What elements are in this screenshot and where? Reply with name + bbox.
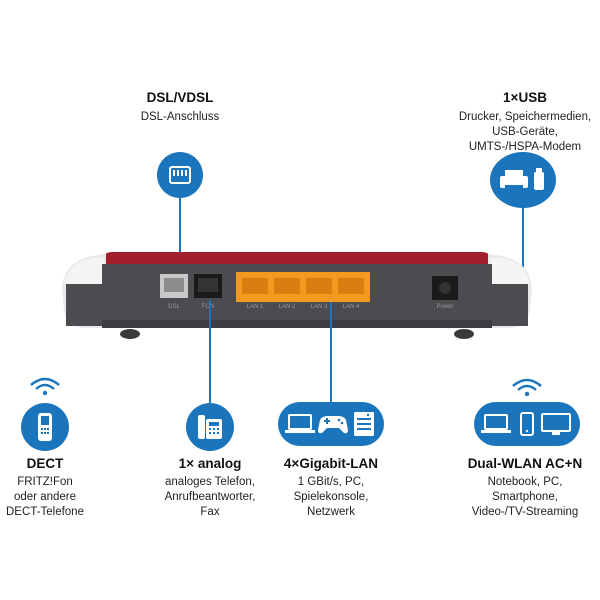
router: DSL FON LAN 1 LAN 2 LAN 3 LAN 4 Power	[62, 248, 532, 348]
wlan-callout: Dual-WLAN AC+N Notebook, PC, Smartphone,…	[452, 456, 598, 520]
port-label-power: Power	[436, 304, 454, 310]
dsl-desc: DSL-Anschluss	[140, 111, 220, 123]
dect-wifi-icon	[28, 376, 62, 396]
lan-connector-line	[330, 302, 332, 402]
usb-desc-line-3: UMTS-/HSPA-Modem	[468, 141, 582, 153]
monitor-icon	[541, 413, 571, 435]
lan-desc-line-2: Spielekonsole,	[293, 491, 369, 503]
usb-connector-vertical	[522, 208, 524, 270]
port-label-lan1: LAN 1	[246, 304, 264, 310]
analog-callout: 1× analog analoges Telefon, Anrufbeantwo…	[140, 456, 280, 520]
dect-desc: FRITZ!Fon oder andere DECT-Telefone	[0, 475, 90, 520]
port-label-lan4: LAN 4	[342, 304, 360, 310]
wlan-devices-pill	[474, 402, 580, 446]
analog-desc-line-1: analoges Telefon,	[165, 476, 255, 488]
lan-devices-pill	[278, 402, 384, 446]
smartphone-icon	[520, 412, 534, 436]
port-label-lan2: LAN 2	[278, 304, 296, 310]
usb-title: 1×USB	[503, 90, 547, 105]
usb-desc: Drucker, Speichermedien, USB-Geräte, UMT…	[440, 110, 600, 155]
server-icon	[354, 412, 374, 436]
lan-callout: 4×Gigabit-LAN 1 GBit/s, PC, Spielekonsol…	[261, 456, 401, 520]
usb-desc-line-2: USB-Geräte,	[492, 126, 558, 138]
analog-desc: analoges Telefon, Anrufbeantworter, Fax	[140, 475, 280, 520]
analog-desc-line-2: Anrufbeantworter,	[164, 491, 256, 503]
lan-title: 4×Gigabit-LAN	[283, 456, 379, 471]
wlan-desc-line-3: Video-/TV-Streaming	[471, 506, 579, 518]
wlan-title: Dual-WLAN AC+N	[467, 456, 583, 471]
dect-desc-line-2: oder andere	[13, 491, 77, 503]
dect-title: DECT	[26, 456, 64, 471]
dect-phone-icon	[21, 403, 69, 451]
lan-desc-line-3: Netzwerk	[307, 506, 355, 518]
port-label-lan3: LAN 3	[310, 304, 328, 310]
usb-callout: 1×USB Drucker, Speichermedien, USB-Gerät…	[440, 90, 600, 155]
gamepad-icon	[318, 416, 348, 434]
dect-desc-line-1: FRITZ!Fon	[17, 476, 73, 488]
dsl-port-icon	[157, 152, 203, 198]
port-label-fon: FON	[201, 304, 215, 310]
wlan-desc-line-2: Smartphone,	[492, 491, 558, 503]
dect-callout: DECT FRITZ!Fon oder andere DECT-Telefone	[0, 456, 90, 520]
wlan-wifi-icon	[510, 377, 544, 397]
laptop-icon	[285, 414, 315, 433]
dect-desc-line-3: DECT-Telefone	[6, 506, 84, 518]
analog-connector-line	[209, 300, 211, 405]
lan-desc-line-1: 1 GBit/s, PC,	[297, 476, 365, 488]
analog-title: 1× analog	[178, 456, 242, 471]
printer-usb-icon	[490, 152, 556, 208]
wlan-desc-line-1: Notebook, PC,	[487, 476, 563, 488]
dsl-title: DSL/VDSL	[146, 90, 214, 105]
dsl-callout: DSL/VDSL DSL-Anschluss	[100, 90, 260, 125]
analog-desc-line-3: Fax	[200, 506, 220, 518]
laptop-icon	[481, 414, 511, 433]
port-label-dsl: DSL	[168, 304, 180, 310]
dsl-connector-line	[179, 198, 181, 270]
usb-desc-line-1: Drucker, Speichermedien,	[458, 111, 592, 123]
lan-desc: 1 GBit/s, PC, Spielekonsole, Netzwerk	[261, 475, 401, 520]
wlan-desc: Notebook, PC, Smartphone, Video-/TV-Stre…	[452, 475, 598, 520]
analog-phone-icon	[186, 403, 234, 451]
